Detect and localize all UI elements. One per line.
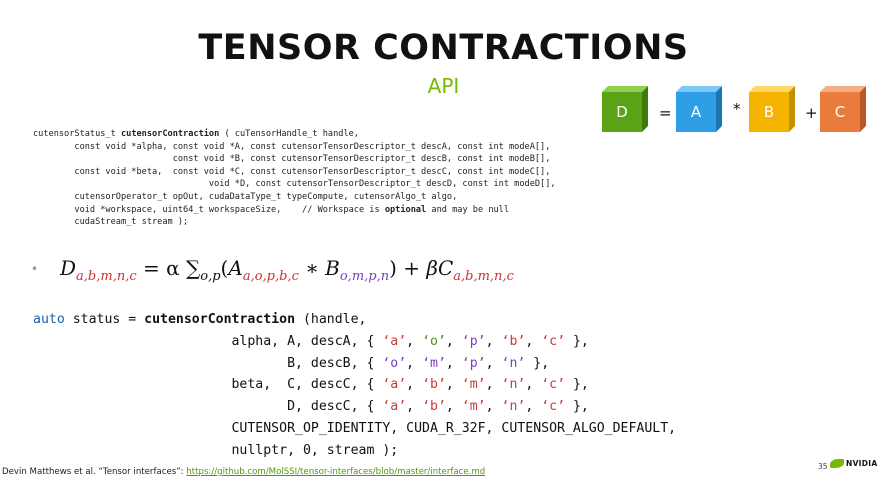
plus-operator: + bbox=[805, 104, 818, 122]
tensor-b-cube: B bbox=[749, 86, 795, 132]
function-signature: cutensorStatus_t cutensorContraction ( c… bbox=[33, 129, 556, 228]
signature-function-name: cutensorContraction bbox=[120, 129, 220, 139]
tensor-d-cube: D bbox=[602, 86, 648, 132]
tensor-d-label: D bbox=[602, 92, 642, 132]
nvidia-logo: NVIDIA bbox=[830, 459, 878, 468]
tensor-a-cube: A bbox=[676, 86, 722, 132]
nvidia-eye-icon bbox=[830, 459, 844, 468]
page-number: 35 bbox=[818, 462, 828, 471]
slide-subtitle: API bbox=[427, 74, 460, 98]
slide-title: TENSOR CONTRACTIONS bbox=[198, 28, 689, 68]
multiply-operator: * bbox=[733, 100, 741, 118]
citation-link[interactable]: https://github.com/MolSSI/tensor-interfa… bbox=[186, 467, 486, 477]
tensor-b-label: B bbox=[749, 92, 789, 132]
bullet-icon: • bbox=[31, 262, 39, 276]
contraction-equation: Da,b,m,n,c = α ∑o,p(Aa,o,p,b,c ∗ Bo,m,p,… bbox=[60, 256, 514, 284]
tensor-c-label: C bbox=[820, 92, 860, 132]
tensor-c-cube: C bbox=[820, 86, 866, 132]
code-function-name: cutensorContraction bbox=[144, 312, 296, 327]
tensor-a-label: A bbox=[676, 92, 716, 132]
equals-operator: = bbox=[659, 104, 672, 122]
footer-citation: Devin Matthews et al. “Tensor interfaces… bbox=[2, 467, 486, 477]
code-example: auto status = cutensorContraction (handl… bbox=[33, 312, 677, 458]
